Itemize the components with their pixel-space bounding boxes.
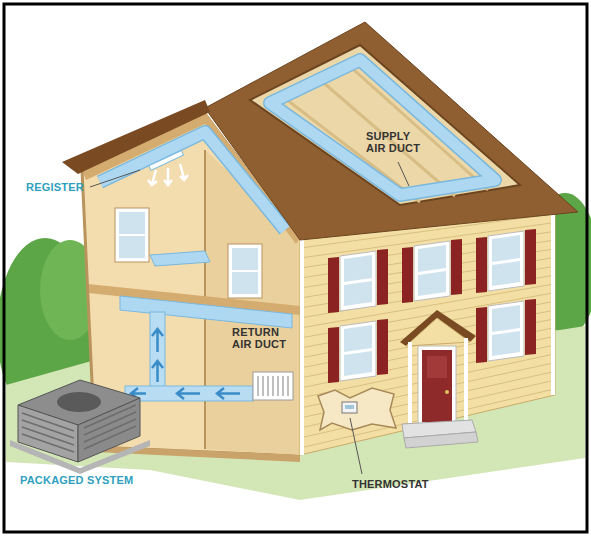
return-duct-part [177, 388, 200, 399]
leader-lines-part [350, 418, 362, 474]
leader-lines [90, 162, 409, 474]
facade-windows-part [340, 251, 376, 311]
part-label: REGISTER [26, 181, 84, 193]
frame [4, 4, 587, 532]
porch-door-part [408, 342, 412, 426]
side-facade-part [300, 214, 555, 448]
return-duct-part [150, 387, 165, 400]
register-airflow-part [164, 168, 172, 185]
facade-windows-part [377, 319, 388, 375]
part-label: RETURN AIR DUCT [232, 326, 294, 350]
thermostat-cutout-part [345, 405, 354, 409]
house-cutaway-part [119, 236, 145, 258]
porch-door-part [418, 346, 456, 424]
facade-windows-part [476, 307, 487, 363]
roof [62, 22, 578, 240]
porch-door-part [406, 318, 470, 346]
side-facade [300, 205, 555, 455]
facade-windows-part [451, 239, 462, 295]
facade-windows-part [344, 351, 372, 376]
register-airflow-part [180, 164, 188, 180]
supply-duct-attic-part [270, 60, 495, 195]
side-facade-part [551, 205, 555, 395]
porch-door-part [445, 390, 449, 394]
facade-windows-part [344, 255, 372, 282]
thermostat-cutout-part [342, 402, 357, 413]
packaged-unit-part [84, 405, 136, 449]
house-cutaway-part [232, 272, 258, 294]
facade-windows-part [488, 301, 524, 361]
return-duct-part [217, 388, 240, 399]
porch-door-part [464, 338, 468, 422]
porch-door-part [422, 350, 452, 422]
facade-windows-part [418, 271, 446, 296]
thermostat-cutout-part [318, 388, 396, 430]
part-label: PACKAGED SYSTEM [20, 474, 133, 486]
side-facade-part [300, 205, 555, 455]
facade-windows-part [476, 237, 487, 293]
facade-windows-part [525, 299, 536, 355]
facade-windows-part [492, 235, 520, 262]
facade-windows-part [492, 305, 520, 332]
return-duct [125, 312, 293, 401]
leader-lines-part [90, 170, 140, 187]
facade-windows-part [492, 261, 520, 286]
register-airflow [148, 164, 188, 185]
facade-windows-part [402, 247, 413, 303]
facade-windows-part [328, 327, 339, 383]
facade-windows-part [525, 229, 536, 285]
side-facade-part [300, 238, 304, 455]
porch-door-part [427, 356, 447, 378]
roof-part [205, 22, 578, 240]
thermostat-cutout [318, 388, 396, 430]
house-cutaway-part [119, 212, 145, 234]
facade-windows-part [340, 321, 376, 381]
part-label: THERMOSTAT [352, 478, 429, 490]
return-duct-part [253, 372, 293, 400]
roof-part [62, 100, 210, 174]
register-airflow-part [148, 170, 157, 185]
return-duct-part [258, 376, 288, 396]
supply-duct-attic [270, 60, 495, 195]
roof-part [250, 45, 520, 205]
packaged-unit-part [22, 413, 74, 452]
return-duct-part [152, 329, 163, 352]
return-duct-part [125, 386, 253, 401]
supply-duct-gable-part [150, 251, 210, 266]
porch-door [400, 310, 478, 448]
leader-lines-part [398, 162, 409, 186]
packaged-unit-part [18, 405, 78, 462]
facade-windows-part [377, 249, 388, 305]
facade-windows-part [344, 325, 372, 352]
supply-duct-attic-part [270, 60, 495, 195]
packaged-unit [10, 380, 150, 474]
supply-duct-gable-part [120, 296, 292, 328]
house-cutaway-part [228, 244, 262, 298]
facade-windows-part [328, 257, 339, 313]
packaged-unit-part [78, 398, 140, 462]
supply-duct-gable-part [149, 151, 184, 171]
facade-windows-part [488, 231, 524, 291]
facade-windows [328, 229, 536, 383]
house-cutaway-part [232, 248, 258, 270]
return-duct-part [152, 361, 163, 382]
facade-windows-part [414, 241, 450, 301]
facade-windows-part [492, 331, 520, 356]
house-cutaway-part [115, 208, 149, 262]
facade-windows-part [418, 245, 446, 272]
porch-door-part [404, 432, 478, 448]
packaged-unit-part [57, 392, 101, 412]
facade-windows-part [344, 281, 372, 306]
part-label: SUPPLY AIR DUCT [366, 130, 428, 154]
